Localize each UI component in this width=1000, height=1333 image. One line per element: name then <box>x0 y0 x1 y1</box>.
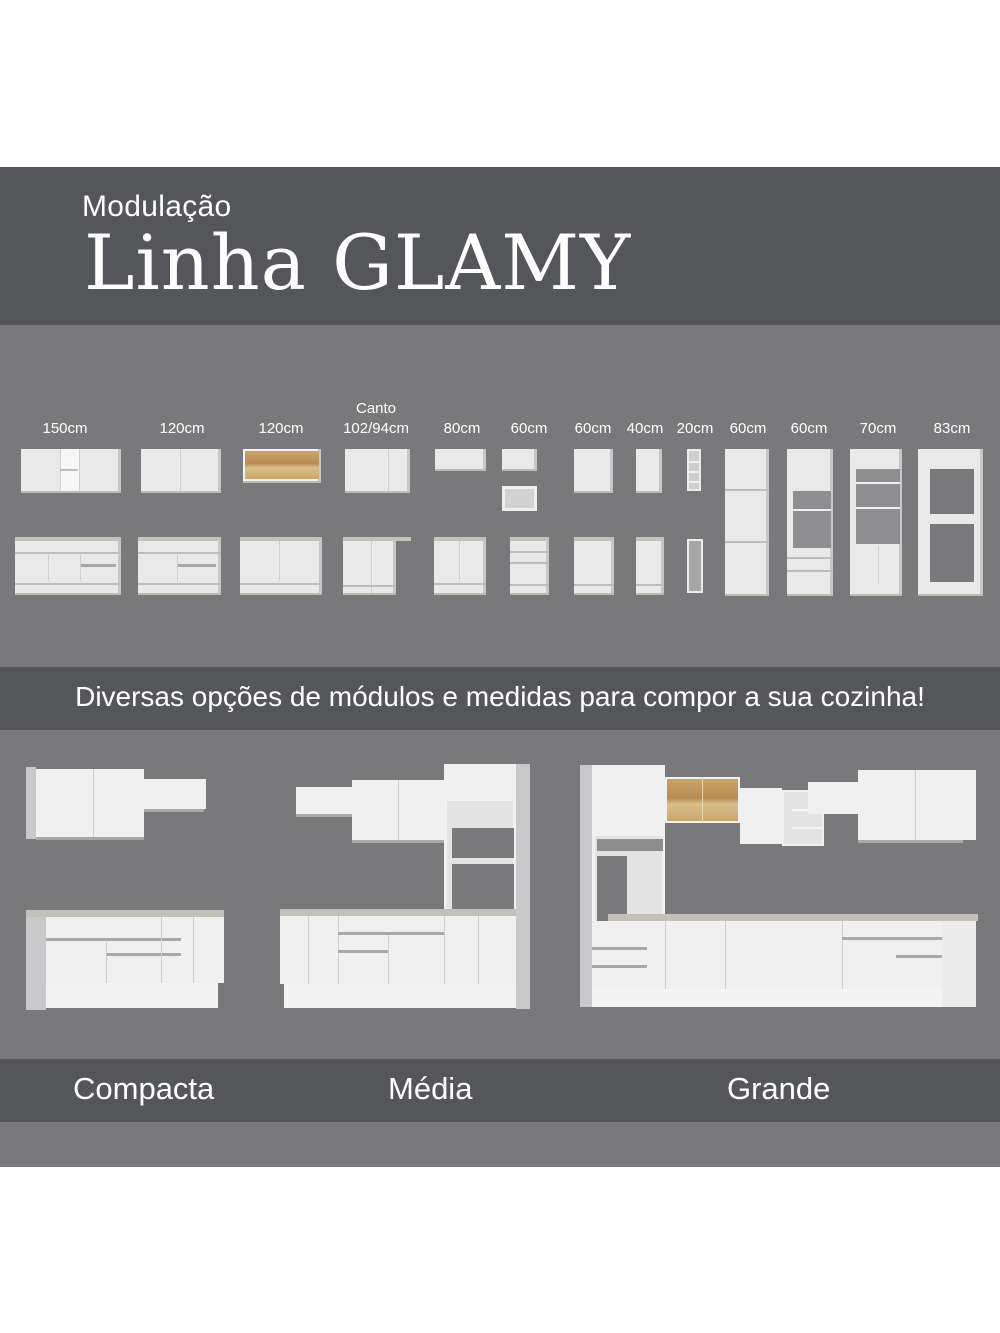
banner-text: Diversas opções de módulos e medidas par… <box>75 681 925 712</box>
footer-band <box>0 1059 1000 1122</box>
wall-cabinet-60 <box>574 449 613 491</box>
module-label: 120cm <box>159 420 205 437</box>
wall-cabinet-150 <box>21 449 121 491</box>
base-drawer-60 <box>510 537 549 593</box>
page-title: Linha GLAMY <box>84 218 632 307</box>
corner-base-cabinet <box>343 537 411 593</box>
module-label: 150cm <box>42 420 88 437</box>
wall-cabinet-120 <box>141 449 221 491</box>
shelf-niche-20 <box>687 449 701 491</box>
tall-oven-tower-60 <box>787 449 833 594</box>
compact-kitchen-base-units <box>26 910 226 1010</box>
wall-cabinet-120-glass <box>243 449 321 481</box>
base-cabinet-120-doors <box>240 537 322 593</box>
compact-kitchen-wall-units <box>26 767 208 843</box>
module-label: 102/94cm <box>343 420 409 437</box>
module-label: 60cm <box>729 420 767 437</box>
medium-kitchen <box>280 762 530 1012</box>
subtitle: Modulação <box>82 190 232 223</box>
kitchen-label-media: Média <box>388 1071 473 1106</box>
base-cabinet-60 <box>574 537 614 593</box>
module-label: 40cm <box>626 420 664 437</box>
banner-band <box>0 667 1000 730</box>
base-cabinet-40 <box>636 537 664 593</box>
module-label: 80cm <box>443 420 481 437</box>
wall-cabinet-80 <box>435 449 486 469</box>
microwave-niche <box>502 486 537 511</box>
module-label: 60cm <box>574 420 612 437</box>
base-cabinet-150 <box>15 537 121 593</box>
base-niche-20 <box>687 539 703 593</box>
corner-wall-cabinet <box>345 449 410 491</box>
module-label: 20cm <box>676 420 714 437</box>
wall-cabinet-40 <box>636 449 662 491</box>
large-kitchen <box>580 762 978 1010</box>
module-label: 120cm <box>258 420 304 437</box>
wall-cabinet-60-flip <box>502 449 537 469</box>
base-cabinet-80 <box>434 537 486 593</box>
tall-pantry-60 <box>725 449 769 594</box>
bottom-band <box>0 1122 1000 1167</box>
tall-fridge-tower-83 <box>918 449 983 594</box>
kitchen-label-grande: Grande <box>727 1071 831 1106</box>
module-label: 60cm <box>510 420 548 437</box>
module-label: 60cm <box>790 420 828 437</box>
base-cabinet-120 <box>138 537 221 593</box>
module-label: 70cm <box>859 420 897 437</box>
module-label-line1: Canto <box>355 400 397 417</box>
modules-panel <box>0 325 1000 667</box>
kitchen-label-compacta: Compacta <box>73 1071 215 1106</box>
module-label: 83cm <box>933 420 971 437</box>
header-band <box>0 167 1000 325</box>
tall-shelf-tower-70 <box>850 449 902 594</box>
